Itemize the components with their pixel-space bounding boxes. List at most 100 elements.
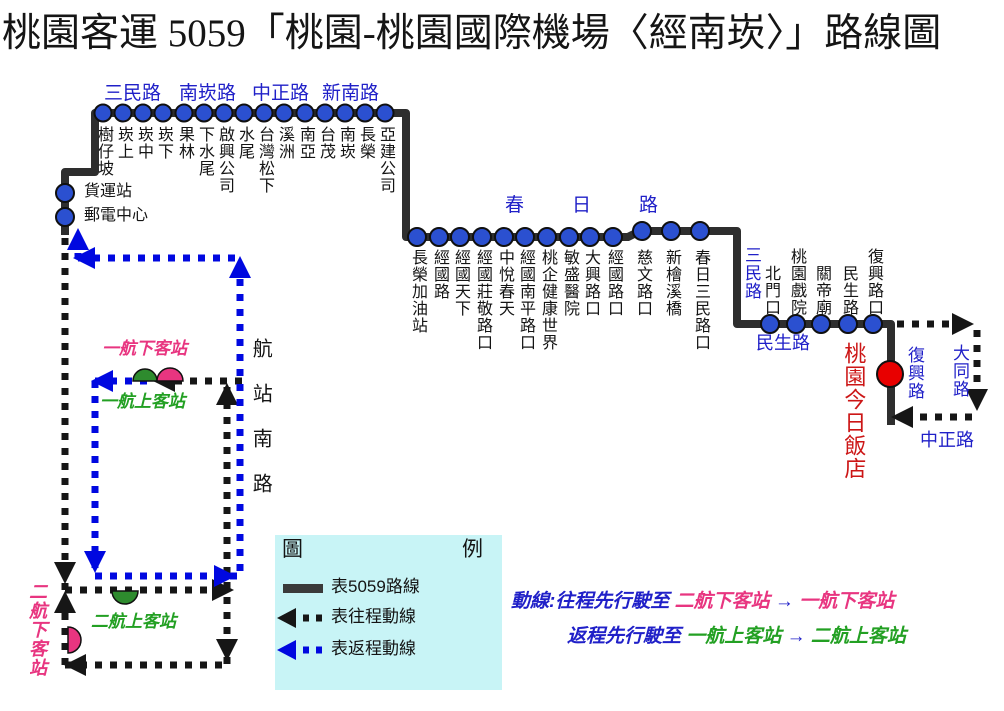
stop-label: 南亞 bbox=[296, 126, 314, 160]
stop-label: 民生路 bbox=[839, 265, 857, 316]
stop-dot bbox=[234, 103, 254, 123]
stop-label: 經國莊敬路口 bbox=[473, 249, 491, 351]
stop-label: 啟興公司 bbox=[215, 126, 233, 194]
stop-label: 下水尾 bbox=[195, 126, 213, 177]
stop-dot bbox=[133, 103, 153, 123]
stop-label: 台灣松下 bbox=[255, 126, 273, 194]
stop-dot bbox=[375, 103, 395, 123]
stop-label: 春日三民路口 bbox=[691, 249, 709, 351]
stop-dot bbox=[690, 221, 710, 241]
stop-dot bbox=[580, 227, 600, 247]
return-arrow-up-icon bbox=[67, 228, 89, 250]
t1-board-label: 一航上客站 bbox=[100, 392, 185, 411]
stop-dot bbox=[515, 227, 535, 247]
outbound-arrow-down-icon bbox=[966, 389, 988, 411]
stop-dot bbox=[603, 227, 623, 247]
return-arrow-right-icon bbox=[214, 565, 236, 587]
stop-dot bbox=[429, 227, 449, 247]
flow-segment: 一航上客站 bbox=[686, 626, 782, 647]
outbound-arrow-right-icon bbox=[952, 313, 974, 335]
stop-label: 崁中 bbox=[134, 126, 152, 160]
stop-dots bbox=[55, 103, 883, 334]
street-label-nankan: 南崁路 bbox=[179, 83, 237, 104]
legend-title-left: 圖 bbox=[282, 538, 303, 561]
flow-segment: → bbox=[781, 626, 811, 647]
stop-label: 樹仔坡 bbox=[94, 126, 112, 177]
stop-label: 經國天下 bbox=[451, 249, 469, 317]
stop-dot bbox=[811, 314, 831, 334]
stop-label: 敏盛醫院 bbox=[560, 249, 578, 317]
stop-label: 北門口 bbox=[761, 265, 779, 316]
stop-dot bbox=[355, 103, 375, 123]
flow-segment: → bbox=[769, 591, 800, 612]
t1-drop-label: 一航下客站 bbox=[102, 339, 187, 358]
stop-dot bbox=[153, 103, 173, 123]
stop-label: 經國路 bbox=[430, 249, 448, 300]
stop-dot bbox=[274, 103, 294, 123]
outbound-arrow-up-icon bbox=[54, 591, 76, 613]
return-arrow-down-icon bbox=[84, 551, 106, 573]
stop-label: 慈文路口 bbox=[633, 249, 651, 317]
outbound-arrow-left-icon bbox=[891, 406, 913, 428]
stop-dot bbox=[194, 103, 214, 123]
street-label-fuxing: 復興路 bbox=[905, 346, 925, 400]
stop-dot bbox=[863, 314, 883, 334]
stop-label: 郵電中心 bbox=[84, 207, 149, 224]
stop-label: 崁上 bbox=[114, 126, 132, 160]
outbound-arrow-left-icon bbox=[64, 654, 86, 676]
legend-outbound-arrow-icon bbox=[277, 608, 296, 628]
flow-segment: 二航上客站 bbox=[810, 626, 906, 647]
stop-label: 貨運站 bbox=[84, 183, 133, 200]
return-arrow-left-icon bbox=[73, 247, 95, 269]
street-label-xinnan: 新南路 bbox=[322, 83, 380, 104]
stop-label: 大興路口 bbox=[581, 249, 599, 317]
stop-label: 經國路口 bbox=[604, 249, 622, 317]
stop-label: 經國南平路口 bbox=[516, 249, 534, 351]
street-label-sanmin-vertical: 三民路 bbox=[742, 246, 762, 300]
stop-dot bbox=[335, 103, 355, 123]
street-label-hangzhan-south: 航站南路 bbox=[249, 338, 272, 518]
stop-label: 崁下 bbox=[154, 126, 172, 160]
stop-dot bbox=[838, 314, 858, 334]
stop-label: 復興路口 bbox=[864, 248, 882, 316]
legend-item-return: 表返程動線 bbox=[331, 639, 416, 658]
stop-dot bbox=[407, 227, 427, 247]
t2-drop-label: 二航下客站 bbox=[27, 582, 48, 677]
legend-item-route: 表5059路線 bbox=[331, 577, 420, 596]
legend-box bbox=[275, 535, 502, 690]
legend-return-arrow-icon bbox=[277, 640, 296, 660]
stop-dot bbox=[55, 207, 75, 227]
flow-segment: 二航下客站 bbox=[674, 591, 770, 612]
terminus-hotel-label: 桃園今日飯店 bbox=[841, 342, 867, 480]
stop-dot bbox=[786, 314, 806, 334]
stop-dot bbox=[559, 227, 579, 247]
t2-board-label: 二航上客站 bbox=[91, 612, 176, 631]
stop-label: 中悅春天 bbox=[495, 249, 513, 317]
t1-drop-platform bbox=[156, 367, 184, 382]
stop-dot bbox=[537, 227, 557, 247]
street-label-minsheng: 民生路 bbox=[756, 333, 810, 353]
flow-segment: 一航下客站 bbox=[799, 591, 895, 612]
stop-label: 果林 bbox=[175, 126, 193, 160]
stop-dot bbox=[295, 103, 315, 123]
outbound-arrow-up-icon bbox=[216, 383, 238, 405]
t2-drop-platform bbox=[67, 626, 82, 654]
flow-note-outbound: 動線:往程先行駛至 二航下客站 → 一航下客站 bbox=[511, 591, 895, 612]
stop-label: 亞建公司 bbox=[376, 126, 394, 194]
legend-item-outbound: 表往程動線 bbox=[331, 607, 416, 626]
stop-dot bbox=[632, 221, 652, 241]
street-label-zhongzheng-top: 中正路 bbox=[252, 83, 310, 104]
stop-dot bbox=[174, 103, 194, 123]
stop-dot bbox=[55, 183, 75, 203]
t1-board-platform bbox=[132, 368, 158, 382]
stop-label: 新檜溪橋 bbox=[662, 249, 680, 317]
stop-label: 關帝廟 bbox=[812, 265, 830, 316]
stop-label: 長榮 bbox=[356, 126, 374, 160]
legend-route-swatch bbox=[283, 584, 323, 593]
street-label-sanmin-top: 三民路 bbox=[104, 83, 162, 104]
stop-label: 水尾 bbox=[235, 126, 253, 160]
flow-segment: 返程先行駛至 bbox=[567, 626, 687, 647]
t2-board-platform bbox=[111, 590, 139, 605]
